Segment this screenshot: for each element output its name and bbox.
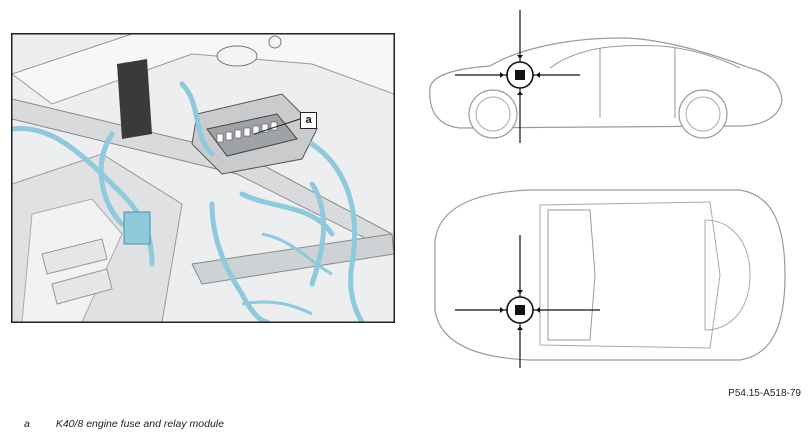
car-top-view bbox=[434, 189, 786, 368]
engine-bay-drawing bbox=[12, 34, 394, 322]
legend-item-a: a K40/8 engine fuse and relay module bbox=[24, 418, 224, 430]
legend-text: K40/8 engine fuse and relay module bbox=[55, 418, 224, 430]
legend-letter: a bbox=[24, 418, 30, 430]
car-side-view bbox=[429, 10, 783, 143]
engine-compartment-illustration bbox=[11, 33, 395, 323]
figure-id: P54.15-A518-79 bbox=[728, 388, 801, 399]
callout-label-a: a bbox=[300, 112, 317, 129]
